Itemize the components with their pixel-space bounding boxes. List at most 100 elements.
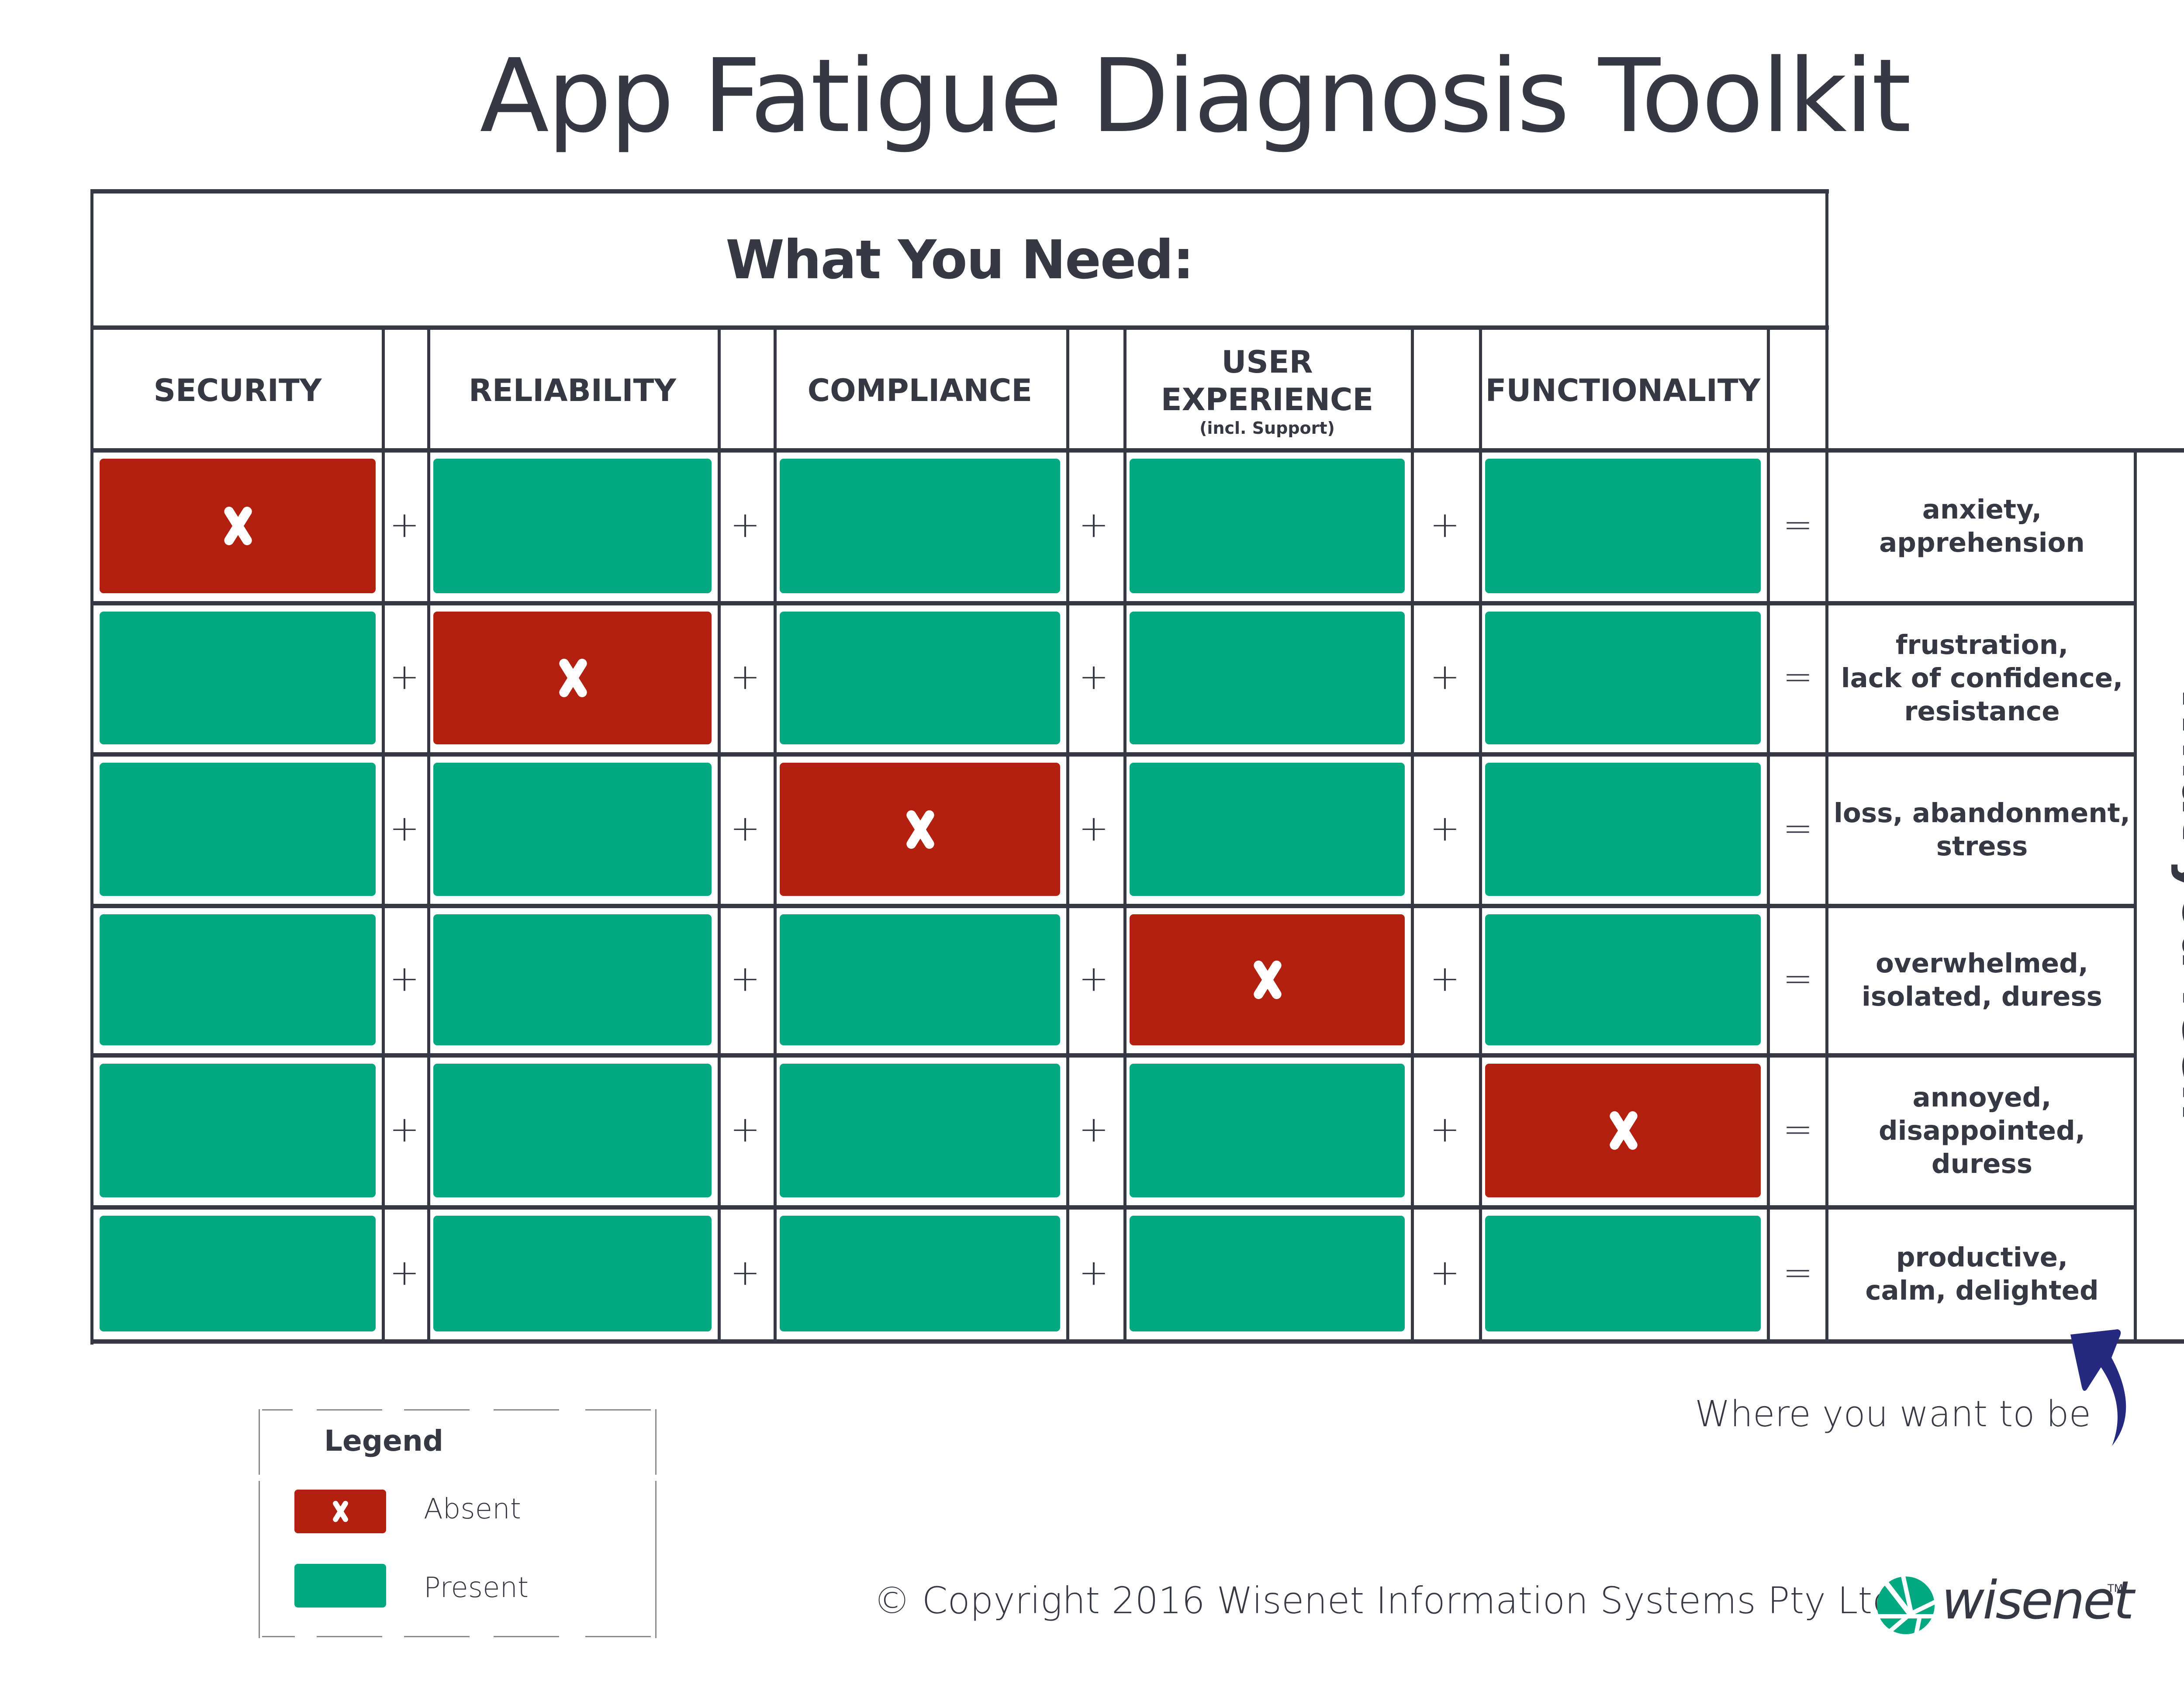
- plus-sign: +: [389, 504, 420, 546]
- grid-line: [90, 189, 93, 1345]
- grid-line: [427, 327, 430, 1343]
- status-cell-present: [780, 914, 1060, 1045]
- plus-sign: +: [1078, 656, 1109, 698]
- column-header-text: EXPERIENCE: [1161, 382, 1374, 418]
- trademark-mark: TM: [2108, 1582, 2123, 1594]
- x-icon: [330, 1501, 351, 1522]
- status-cell-absent: [780, 763, 1060, 896]
- plus-sign: +: [389, 807, 420, 849]
- status-cell-present: [433, 1216, 712, 1331]
- feeling-cell: anxiety,apprehension: [1830, 450, 2134, 603]
- feeling-cell: productive,calm, delighted: [1830, 1207, 2134, 1341]
- legend-title: Legend: [324, 1424, 444, 1458]
- feeling-text: stress: [1936, 830, 2028, 862]
- what-you-need-header: What You Need:: [726, 229, 1194, 291]
- status-cell-present: [1130, 763, 1405, 896]
- status-cell-absent: [1485, 1064, 1761, 1197]
- feeling-text: isolated, duress: [1862, 981, 2102, 1012]
- x-icon: [901, 810, 939, 849]
- plus-sign: +: [389, 958, 420, 999]
- grid-line: [1767, 327, 1770, 1343]
- column-header-compliance: COMPLIANCE: [774, 332, 1066, 449]
- equals-sign: =: [1783, 656, 1813, 698]
- status-cell-absent: [100, 459, 376, 593]
- feeling-text: resistance: [1904, 696, 2060, 727]
- feeling-text: calm, delighted: [1865, 1275, 2099, 1306]
- plus-sign: +: [1078, 958, 1109, 999]
- equals-sign: =: [1783, 958, 1813, 999]
- column-header-text: SECURITY: [153, 373, 322, 408]
- equals-sign: =: [1783, 1252, 1813, 1293]
- grid-line: [90, 325, 1829, 330]
- grid-line: [90, 1339, 2184, 1344]
- plus-sign: +: [389, 1109, 420, 1150]
- wisenet-globe-icon: [1876, 1575, 1942, 1638]
- status-cell-present: [433, 459, 712, 593]
- grid-line: [90, 1205, 2137, 1210]
- x-icon: [1248, 961, 1286, 999]
- plus-sign: +: [1430, 504, 1460, 546]
- equals-sign: =: [1783, 807, 1813, 849]
- grid-line: [90, 752, 2137, 757]
- grid-line: [774, 327, 777, 1343]
- status-cell-present: [780, 459, 1060, 593]
- what-you-feel-header: What you feel:: [2138, 450, 2184, 1354]
- what-you-feel-label: What you feel:: [2170, 681, 2184, 1123]
- page-title: App Fatigue Diagnosis Toolkit: [480, 37, 1911, 155]
- grid-line: [1825, 189, 1828, 1342]
- status-cell-present: [433, 1064, 712, 1197]
- feeling-cell: frustration,lack of confidence,resistanc…: [1830, 603, 2134, 754]
- x-icon: [553, 659, 592, 697]
- status-cell-present: [1485, 763, 1761, 896]
- grid-line: [90, 601, 2137, 605]
- status-cell-present: [100, 1216, 376, 1331]
- status-cell-present: [1485, 612, 1761, 744]
- column-header-text: FUNCTIONALITY: [1485, 373, 1761, 408]
- status-cell-present: [1130, 1064, 1405, 1197]
- status-cell-present: [100, 1064, 376, 1197]
- grid-line: [1411, 327, 1414, 1343]
- feeling-text: overwhelmed,: [1876, 948, 2088, 979]
- grid-line: [1066, 327, 1069, 1343]
- status-cell-present: [1130, 1216, 1405, 1331]
- feeling-cell: overwhelmed,isolated, duress: [1830, 906, 2134, 1055]
- plus-sign: +: [1078, 1252, 1109, 1293]
- status-cell-present: [100, 914, 376, 1045]
- feeling-text: lack of confidence,: [1841, 663, 2123, 694]
- grid-line: [382, 327, 385, 1343]
- feeling-text: frustration,: [1895, 629, 2069, 660]
- equals-sign: =: [1783, 504, 1813, 546]
- column-header-functionality: FUNCTIONALITY: [1479, 332, 1767, 449]
- status-cell-present: [780, 612, 1060, 744]
- plus-sign: +: [730, 504, 760, 546]
- status-cell-present: [100, 763, 376, 896]
- grid-line: [1479, 327, 1482, 1343]
- grid-line: [90, 1053, 2137, 1058]
- plus-sign: +: [730, 958, 760, 999]
- column-header-text: RELIABILITY: [468, 373, 677, 408]
- status-cell-absent: [1130, 914, 1405, 1045]
- plus-sign: +: [1078, 807, 1109, 849]
- status-cell-present: [433, 914, 712, 1045]
- column-header-reliability: RELIABILITY: [427, 332, 718, 449]
- plus-sign: +: [730, 656, 760, 698]
- column-header-subtext: (incl. Support): [1199, 418, 1335, 438]
- plus-sign: +: [730, 1109, 760, 1150]
- plus-sign: +: [1078, 1109, 1109, 1150]
- plus-sign: +: [730, 807, 760, 849]
- status-cell-present: [1485, 914, 1761, 1045]
- legend-absent-swatch: [294, 1490, 386, 1533]
- status-cell-absent: [433, 612, 712, 744]
- wisenet-logo: wisenet TM: [1876, 1568, 2134, 1642]
- plus-sign: +: [389, 1252, 420, 1293]
- column-header-text: USER: [1221, 344, 1313, 380]
- status-cell-present: [780, 1216, 1060, 1331]
- feeling-cell: loss, abandonment,stress: [1830, 754, 2134, 906]
- plus-sign: +: [1430, 958, 1460, 999]
- grid-line: [90, 189, 1829, 194]
- feeling-text: loss, abandonment,: [1834, 797, 2130, 829]
- plus-sign: +: [1430, 656, 1460, 698]
- equals-sign: =: [1783, 1109, 1813, 1150]
- where-you-want-to-be-note: Where you want to be: [1695, 1393, 2091, 1435]
- copyright-text: © Copyright 2016 Wisenet Information Sys…: [874, 1579, 1896, 1622]
